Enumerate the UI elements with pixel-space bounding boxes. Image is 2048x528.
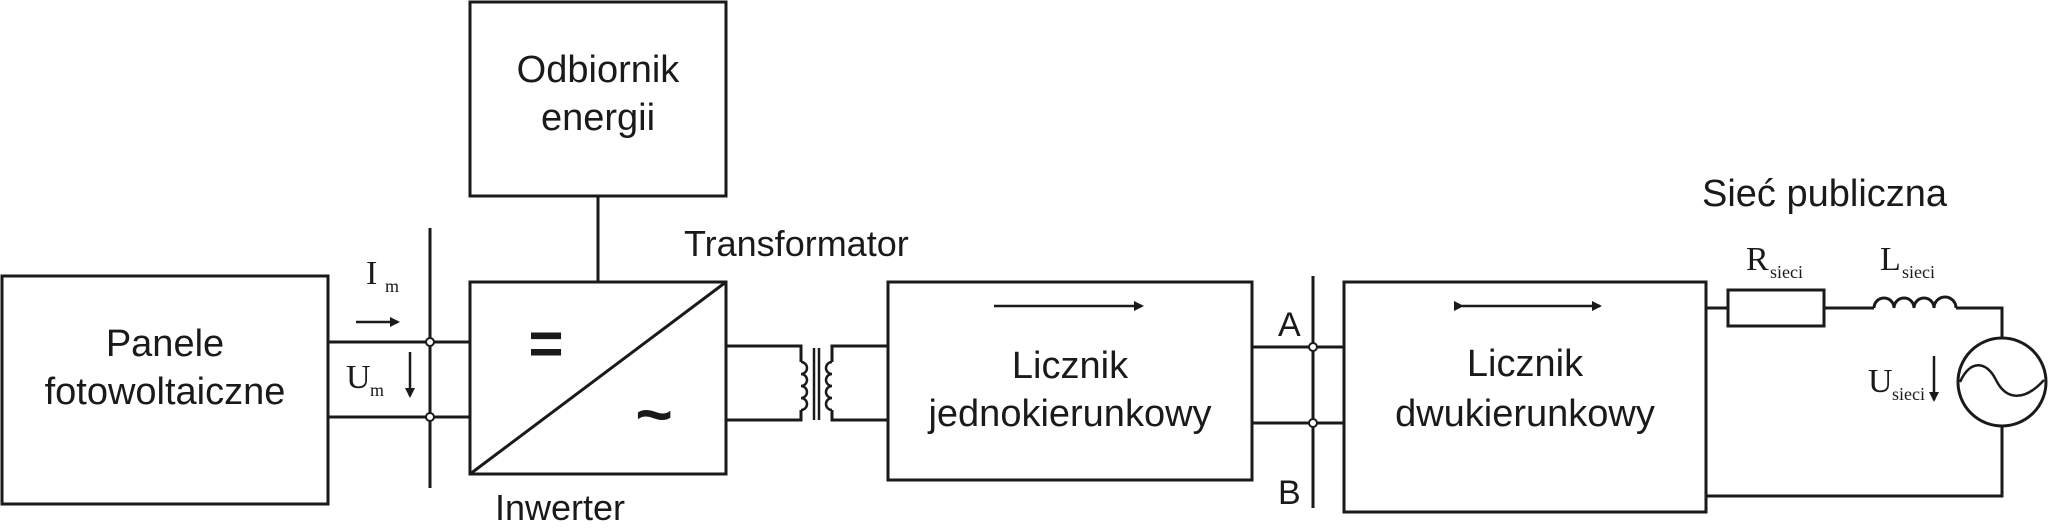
inverter-block: = ~ Inwerter [468,280,728,528]
pv-output-wires [328,228,470,488]
current-symbol: I [366,255,377,292]
grid-inductor-icon [1872,295,1958,309]
transformer-secondary-coil-icon [824,360,833,412]
ac-source-icon [1956,336,2048,428]
unidirectional-meter-block: Licznik jednokierunkowy [886,280,1254,482]
grid-resistor [1726,288,1826,328]
terminal-b-label: B [1278,474,1301,512]
bidirectional-meter-label-line1: Licznik [1467,343,1584,385]
voltage-subscript: m [370,380,384,400]
grid-resistance-symbol: R [1746,241,1769,278]
voltage-indicator: U m [346,352,415,400]
inverter-diagonal [469,280,727,476]
inverter-label: Inwerter [495,487,625,528]
energy-receiver-label-line2: energii [541,97,655,139]
voltage-symbol: U [346,359,371,396]
pv-panels-block: Panele fotowoltaiczne [0,274,330,506]
grid-voltage-symbol: U [1868,363,1893,400]
unidirectional-meter-label-line2: jednokierunkowy [927,393,1211,435]
public-grid-label: Sieć publiczna [1702,173,1948,215]
pv-panels-label-line1: Panele [106,323,224,365]
transformer-primary-coil-icon [800,360,809,412]
grid-voltage-subscript: sieci [1892,384,1925,404]
grid-resistance-subscript: sieci [1770,262,1803,282]
public-grid: Sieć publiczna R sieci L sieci U sieci [1702,173,2048,498]
current-subscript: m [385,276,399,296]
current-indicator: I m [356,255,400,327]
unidirectional-meter-label-line1: Licznik [1012,345,1129,387]
dc-symbol: = [528,310,563,377]
bidirectional-meter-label-line2: dwukierunkowy [1395,393,1655,435]
pv-panels-label-line2: fotowoltaiczne [45,371,286,413]
terminals: A B [1252,276,1344,512]
transformer: Transformator [684,223,909,422]
bidirectional-meter-block: Licznik dwukierunkowy [1342,280,1708,514]
energy-receiver-label-line1: Odbiornik [517,49,681,91]
grid-inductance-symbol: L [1880,241,1901,278]
terminal-a-label: A [1278,306,1301,344]
transformer-label: Transformator [684,223,909,264]
grid-inductance-subscript: sieci [1902,262,1935,282]
ac-symbol: ~ [635,378,672,450]
energy-receiver-block: Odbiornik energii [468,0,728,282]
